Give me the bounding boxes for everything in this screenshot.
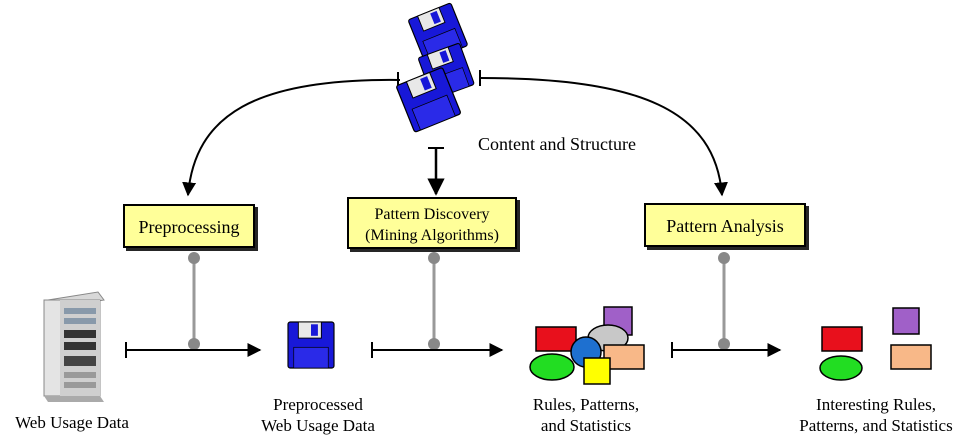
- rules-label-2: and Statistics: [541, 416, 631, 435]
- arrow-to-preprocessing: [182, 78, 401, 197]
- data-flow-arrows: [125, 342, 782, 358]
- floppy-stack-icon: [395, 2, 475, 133]
- interesting-label-1: Interesting Rules,: [816, 395, 936, 414]
- floppy-disk-icon: [287, 321, 335, 369]
- pattern-analysis-label: Pattern Analysis: [666, 216, 784, 236]
- preprocessed-label-1: Preprocessed: [273, 395, 363, 414]
- pattern-discovery-label-2: (Mining Algorithms): [365, 227, 499, 244]
- web-usage-data-label: Web Usage Data: [15, 413, 129, 432]
- stage-connectors: [188, 252, 730, 350]
- content-structure-label: Content and Structure: [478, 134, 636, 154]
- pattern-discovery-label-1: Pattern Discovery: [374, 206, 489, 223]
- preprocessing-box: Preprocessing: [123, 204, 255, 248]
- rules-label-1: Rules, Patterns,: [533, 395, 639, 414]
- preprocessing-label: Preprocessing: [139, 217, 240, 237]
- pattern-analysis-box: Pattern Analysis: [644, 203, 806, 247]
- content-flow-arrows: [182, 70, 728, 197]
- pattern-discovery-box: Pattern Discovery (Mining Algorithms): [347, 197, 517, 249]
- arrow-to-pattern-analysis: [479, 77, 728, 197]
- patterns-cluster-icon: [529, 306, 645, 385]
- interesting-label-2: Patterns, and Statistics: [799, 416, 952, 435]
- interesting-patterns-icon: [819, 307, 932, 381]
- preprocessed-label-2: Web Usage Data: [261, 416, 375, 435]
- server-icon: [43, 291, 105, 402]
